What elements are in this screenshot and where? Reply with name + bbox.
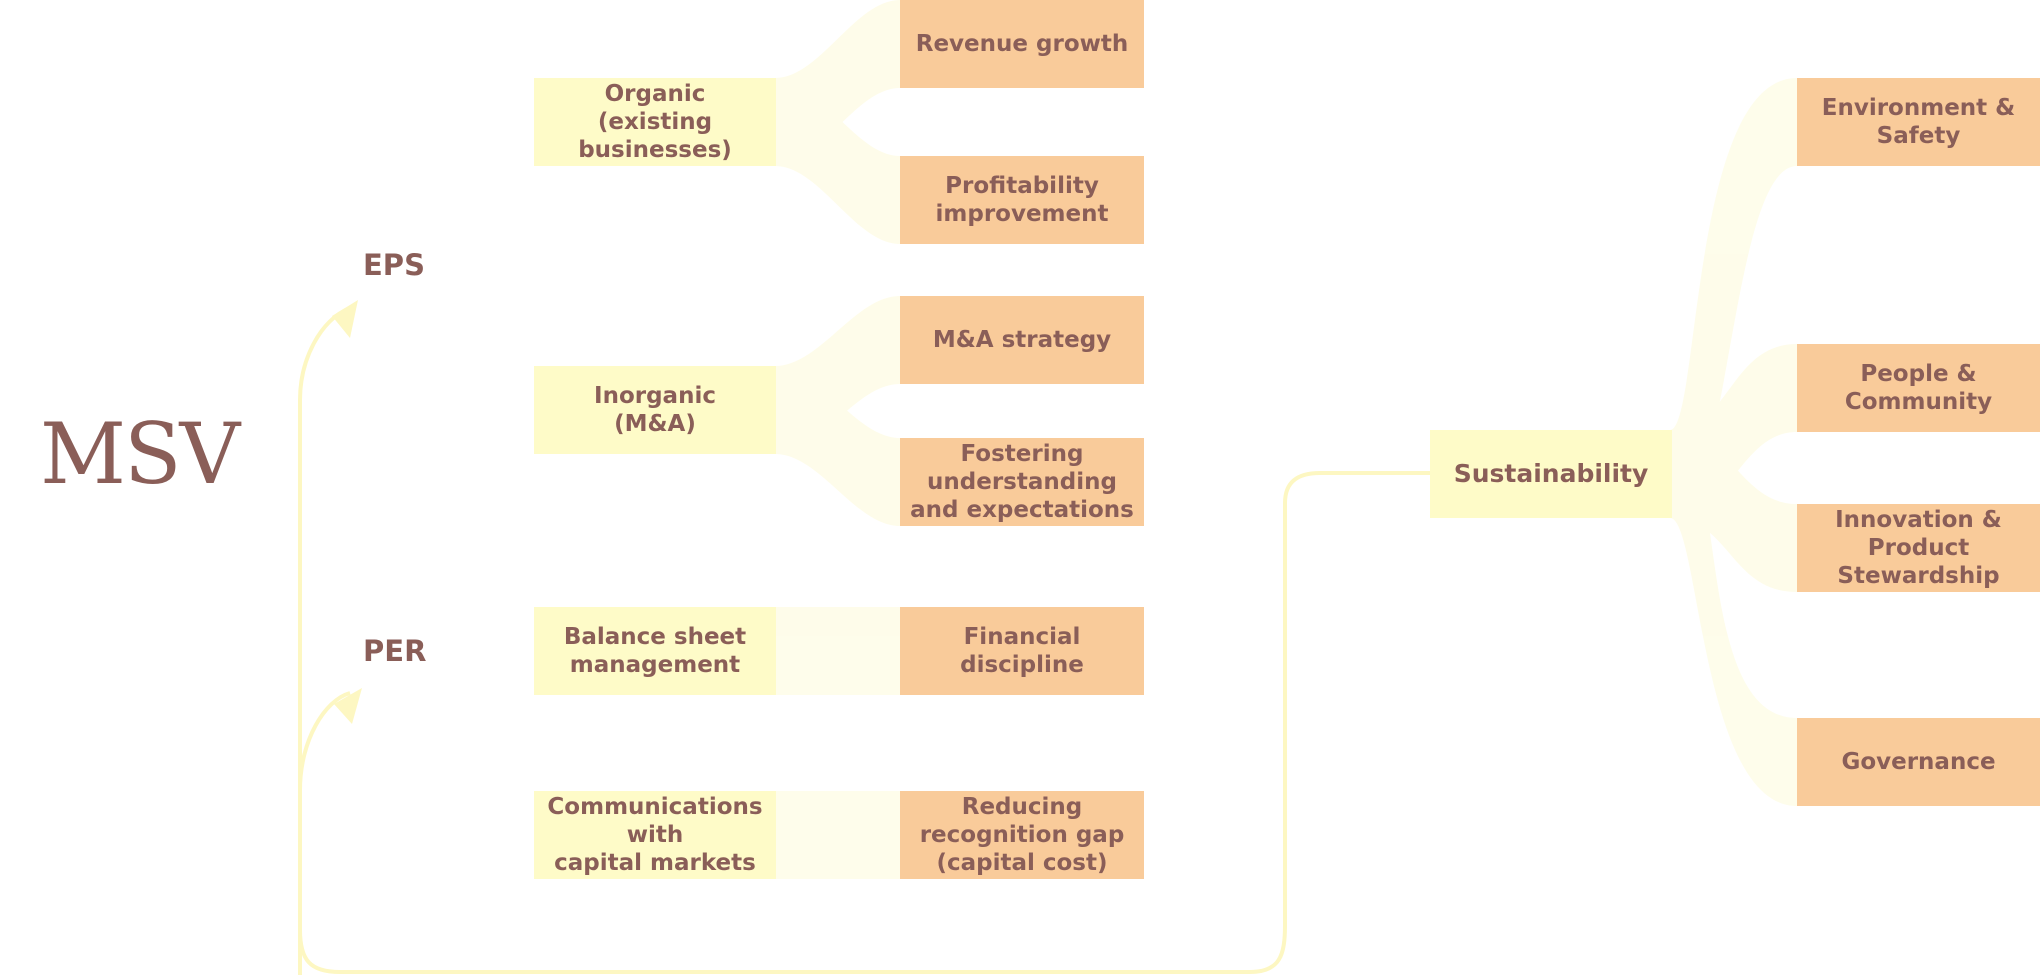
arrowhead-per (334, 688, 362, 724)
ribbon-inorganic-fostering (775, 366, 900, 526)
arrowhead-eps (332, 300, 358, 338)
sustainability-box: Sustainability (1430, 430, 1672, 518)
connector-to-per (298, 691, 351, 791)
environment-safety-box: Environment & Safety (1797, 78, 2040, 166)
ribbon-sust-innovation (1670, 430, 1797, 592)
balance-sheet-box: Balance sheet management (534, 607, 776, 695)
organic-box: Organic (existing businesses) (534, 78, 776, 166)
ribbon-sust-governance (1670, 430, 1797, 806)
people-community-box: People & Community (1797, 344, 2040, 432)
ribbon-organic-profitability (775, 78, 900, 244)
connector-to-eps (298, 306, 351, 975)
reducing-gap-box: Reducing recognition gap (capital cost) (900, 791, 1144, 879)
financial-discipline-box: Financial discipline (900, 607, 1144, 695)
ribbons (775, 0, 1797, 879)
profitability-box: Profitability improvement (900, 156, 1144, 244)
msv-title: MSV (40, 405, 240, 503)
ribbon-sust-environment (1670, 78, 1797, 518)
eps-label: EPS (363, 248, 425, 282)
innovation-box: Innovation & Product Stewardship (1797, 504, 2040, 592)
connector-bottom-loop (298, 471, 1430, 974)
arrowheads (332, 300, 362, 724)
ribbon-balance-financial (775, 607, 900, 695)
revenue-growth-box: Revenue growth (900, 0, 1144, 88)
inorganic-box: Inorganic (M&A) (534, 366, 776, 454)
governance-box: Governance (1797, 718, 2040, 806)
communications-box: Communications with capital markets (534, 791, 776, 879)
fostering-box: Fostering understanding and expectations (900, 438, 1144, 526)
mna-strategy-box: M&A strategy (900, 296, 1144, 384)
ribbon-comm-reducing (775, 791, 900, 879)
per-label: PER (363, 634, 427, 668)
